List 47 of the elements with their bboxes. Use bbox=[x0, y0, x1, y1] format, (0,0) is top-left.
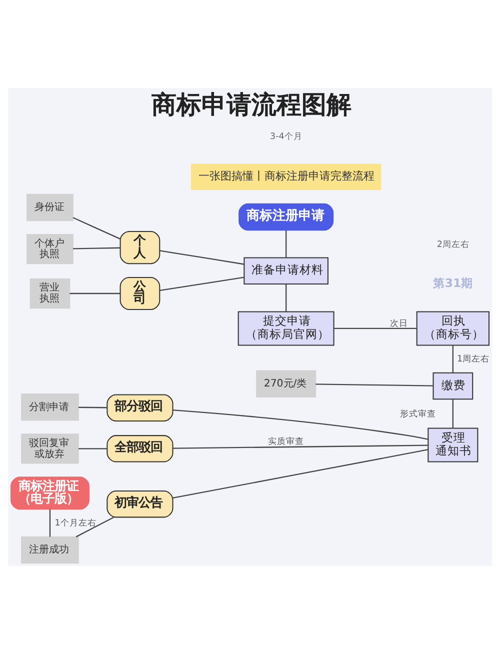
node-box: 公司 bbox=[120, 276, 160, 310]
edge-label: 次日 bbox=[390, 318, 408, 328]
node-box: 商标注册证 （电子版） bbox=[10, 476, 90, 510]
node-box: 准备申请材料 bbox=[244, 256, 328, 284]
node-box: 270元/类 bbox=[256, 370, 316, 397]
node-box: 分割申请 bbox=[21, 393, 79, 420]
connector bbox=[72, 216, 120, 239]
diagram-title: 商标申请流程图解 bbox=[151, 89, 352, 118]
connector bbox=[78, 406, 107, 408]
node-box: 注册成功 bbox=[21, 536, 79, 564]
node-box: 提交申请 （商标局官网） bbox=[238, 310, 334, 346]
node-box: 全部驳回 bbox=[106, 434, 174, 462]
label: 3-4个月 bbox=[270, 132, 302, 142]
node-box: 初审公告 bbox=[106, 490, 174, 518]
connector bbox=[452, 344, 454, 372]
connector bbox=[70, 292, 120, 294]
node-box: 回执 （商标号） bbox=[416, 310, 490, 346]
connector bbox=[160, 250, 244, 264]
connector bbox=[49, 508, 51, 536]
connector bbox=[334, 327, 417, 329]
node-box: 受理通知书 bbox=[428, 427, 478, 462]
node-box: 营业执照 bbox=[30, 278, 70, 308]
label: 2周左右 bbox=[436, 239, 470, 250]
label: 一张图搞懂丨商标注册申请完整流程 bbox=[198, 168, 374, 182]
node-box: 身份证 bbox=[26, 193, 74, 221]
connector bbox=[160, 276, 244, 291]
edge-label: 1个月左右 bbox=[54, 518, 96, 528]
node-box: 个人 bbox=[120, 230, 160, 264]
connector bbox=[172, 444, 428, 448]
node-box: 部分驳回 bbox=[106, 394, 174, 421]
node-box: 个体户执照 bbox=[26, 233, 74, 264]
label: 第31期 bbox=[432, 275, 474, 290]
connector bbox=[285, 284, 287, 312]
node-box: 商标注册申请 bbox=[238, 202, 334, 230]
connector bbox=[76, 516, 114, 537]
node-box: 驳回复审或放弃 bbox=[21, 433, 79, 464]
connector bbox=[172, 409, 428, 440]
edge-label: 形式审查 bbox=[400, 408, 436, 419]
connector bbox=[78, 448, 107, 449]
connector bbox=[452, 398, 454, 428]
connector bbox=[285, 230, 287, 258]
edge-label: 1周左右 bbox=[456, 354, 490, 364]
connector bbox=[316, 383, 434, 386]
node-box: 缴费 bbox=[432, 372, 474, 400]
connector bbox=[172, 448, 428, 498]
edge-label: 实质审查 bbox=[268, 436, 304, 447]
connector bbox=[73, 246, 120, 249]
